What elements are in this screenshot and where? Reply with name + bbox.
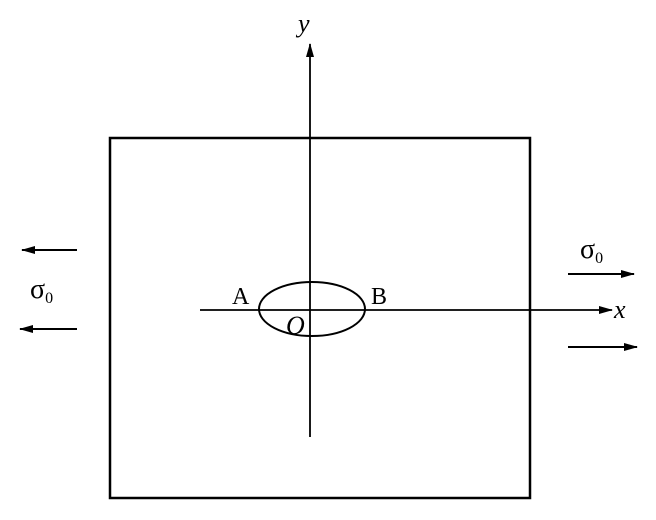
plate-outline — [108, 136, 532, 500]
x-axis-label: x — [613, 295, 626, 324]
origin-label: O — [286, 311, 305, 340]
right-stress-label: σ0 — [580, 234, 603, 267]
left-stress-symbol: σ — [30, 274, 45, 305]
left-stress-label: σ0 — [30, 274, 53, 307]
y-axis-label: y — [295, 9, 310, 38]
right-stress-subscript: 0 — [595, 250, 603, 267]
left-stress-subscript: 0 — [45, 290, 53, 307]
elliptical-hole — [258, 281, 366, 337]
right-stress-symbol: σ — [580, 234, 595, 265]
point-b-label: B — [371, 284, 387, 310]
point-a-label: A — [232, 284, 250, 310]
